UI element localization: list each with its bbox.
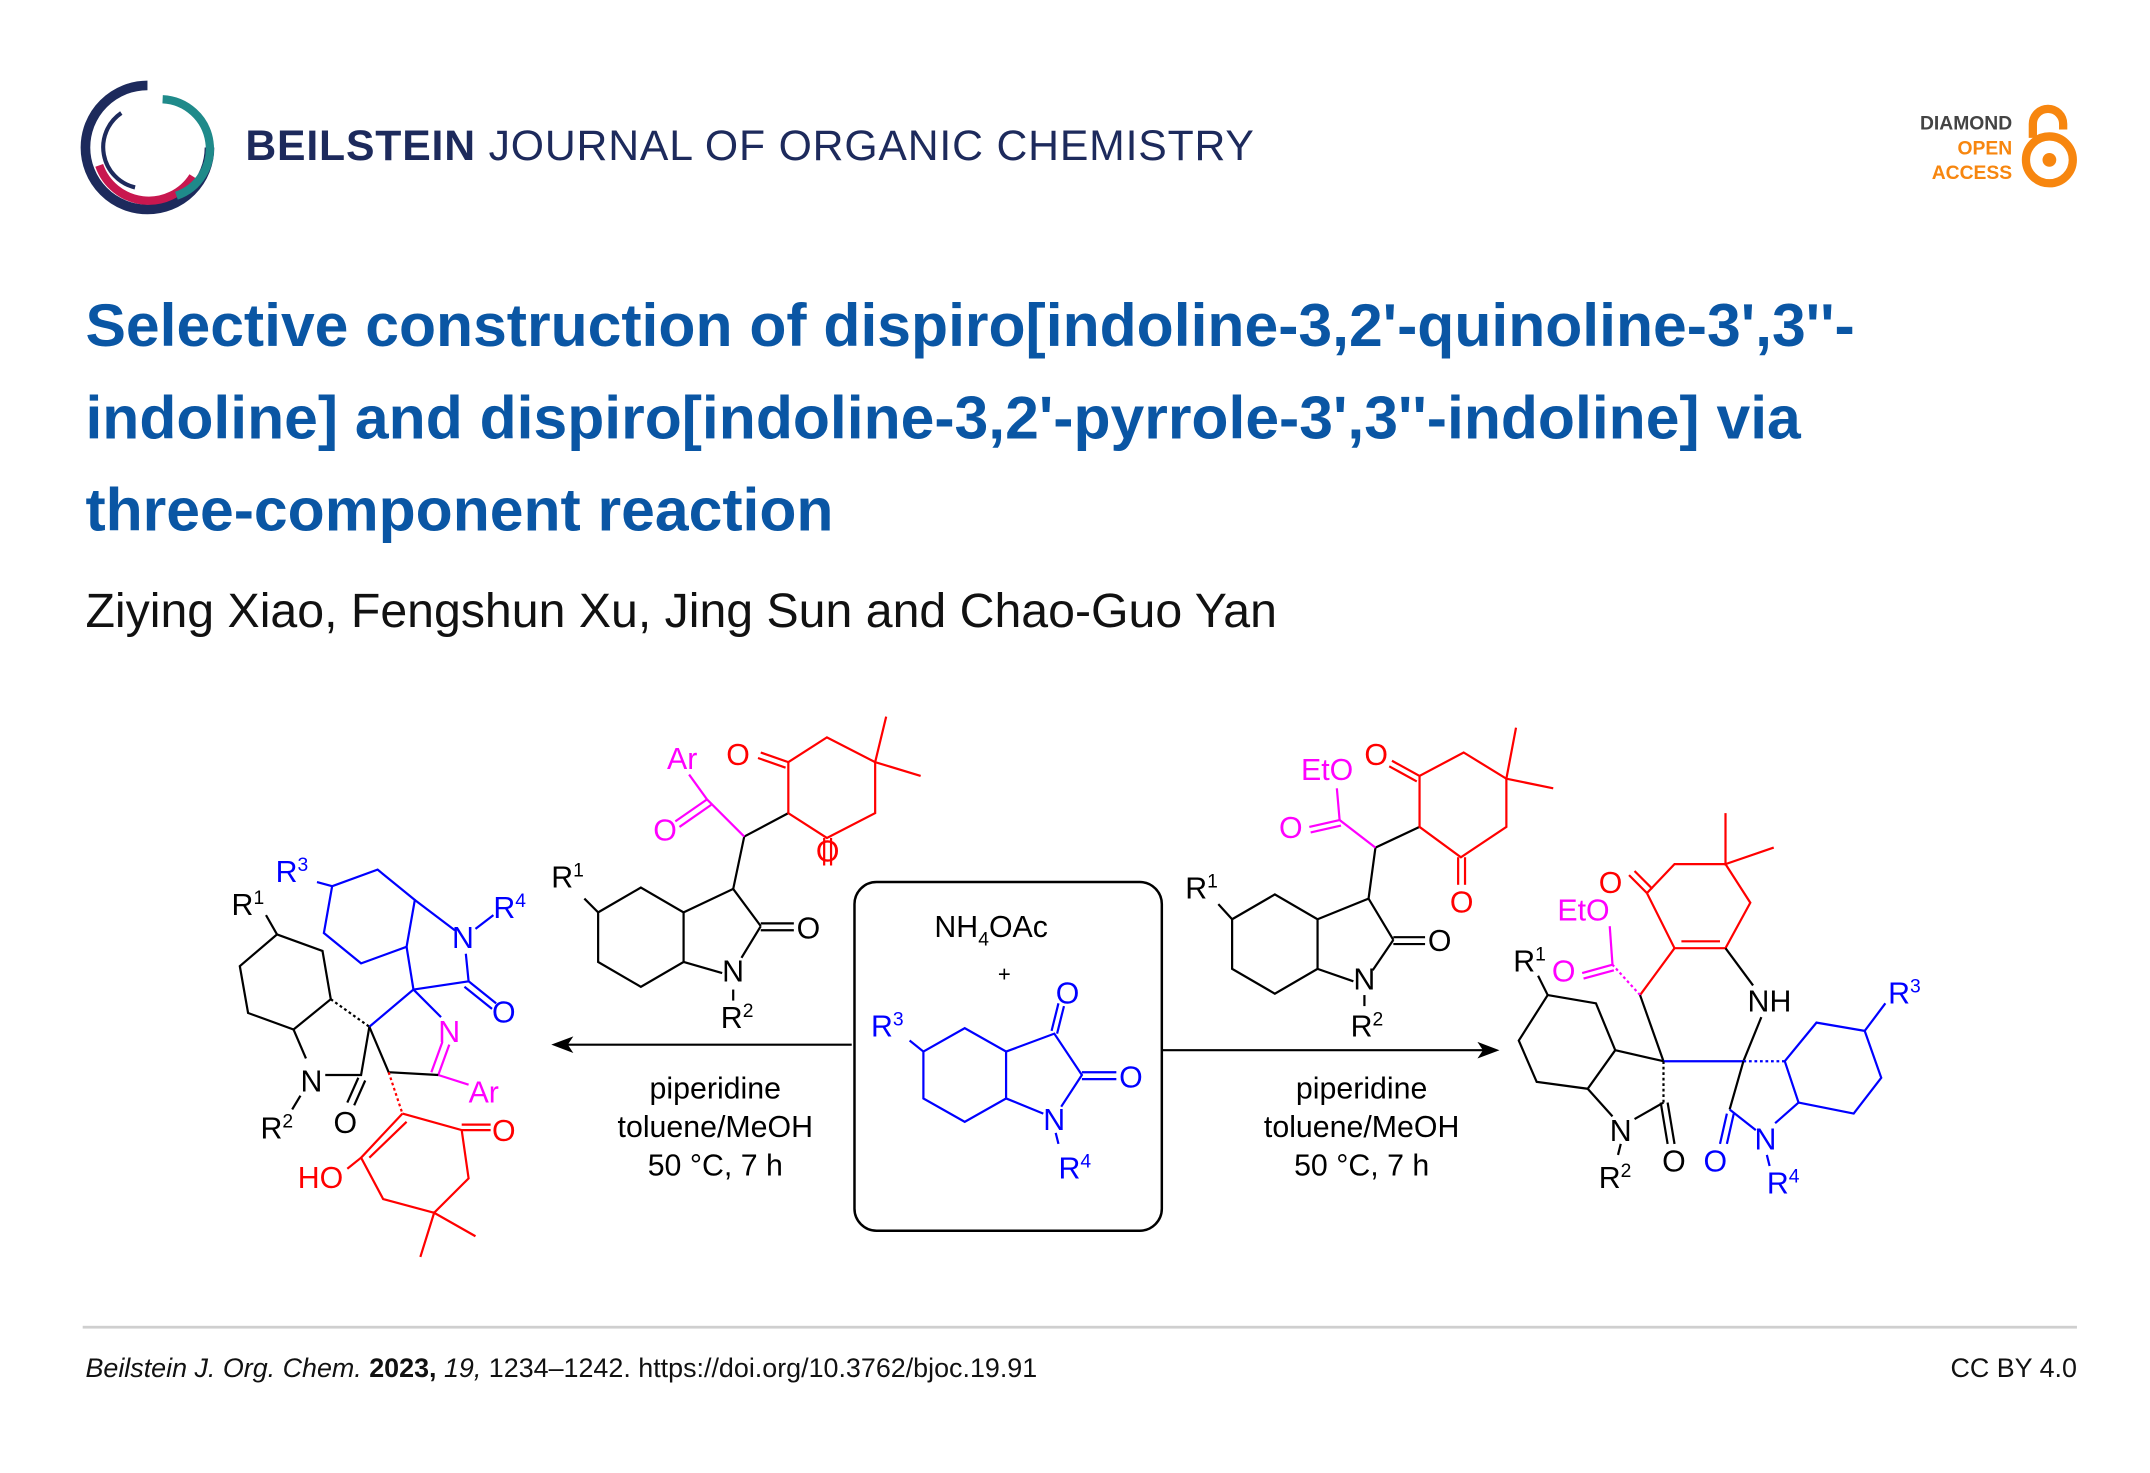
svg-text:Ar: Ar	[469, 1077, 499, 1110]
ester-adduct-reactant: R1 N R2 O EtO O O O	[1185, 727, 1554, 1043]
svg-text:R1: R1	[232, 888, 265, 922]
svg-text:R1: R1	[551, 861, 584, 895]
license: CC BY 4.0	[1950, 1353, 2077, 1384]
svg-text:R2: R2	[1351, 1009, 1384, 1043]
svg-text:O: O	[1703, 1145, 1727, 1178]
badge-access: ACCESS	[1931, 161, 2013, 184]
svg-text:R3: R3	[871, 1009, 904, 1043]
reagent-box: NH4OAc + R3 O O N R4	[853, 880, 1164, 1232]
svg-text:N: N	[438, 1016, 460, 1049]
svg-text:R2: R2	[1599, 1161, 1632, 1195]
svg-text:N: N	[722, 955, 744, 988]
svg-text:R2: R2	[721, 1001, 754, 1035]
aroyl-adduct-reactant: R1 N R2 O Ar O O O	[551, 716, 921, 1035]
svg-text:R2: R2	[260, 1111, 293, 1145]
title-line: indoline] and dispiro[indoline-3,2'-pyrr…	[85, 384, 1801, 453]
quinoline-dispiro-product: O EtO O NH R1 N R2 O O N R4 R3	[1513, 813, 1921, 1201]
svg-text:O: O	[1450, 886, 1474, 919]
svg-text:R4: R4	[1058, 1151, 1091, 1185]
svg-text:EtO: EtO	[1301, 754, 1353, 787]
svg-text:N: N	[1353, 964, 1375, 997]
svg-text:R4: R4	[1767, 1166, 1800, 1200]
svg-text:O: O	[492, 997, 516, 1030]
citation-year: 2023,	[369, 1353, 437, 1384]
svg-text:O: O	[1599, 867, 1623, 900]
svg-text:N: N	[300, 1066, 322, 1099]
citation-doi-link[interactable]: 1234–1242. https://doi.org/10.3762/bjoc.…	[488, 1353, 1038, 1384]
svg-text:Ar: Ar	[667, 743, 697, 776]
svg-text:O: O	[1119, 1061, 1143, 1094]
left-reaction-arrow: piperidine toluene/MeOH 50 °C, 7 h	[551, 1036, 852, 1183]
svg-text:R3: R3	[276, 855, 309, 889]
svg-text:O: O	[334, 1107, 358, 1140]
condition-solvent: toluene/MeOH	[618, 1111, 813, 1144]
svg-text:N: N	[452, 922, 474, 955]
pyrrole-dispiro-product: R1 N R2 O R3 N R4 O N Ar O HO	[232, 855, 526, 1258]
title-line: three-component reaction	[85, 476, 834, 545]
beilstein-rings-logo	[80, 80, 215, 215]
svg-text:O: O	[726, 739, 750, 772]
svg-text:EtO: EtO	[1557, 895, 1609, 928]
diamond-open-access-badge: DIAMOND OPEN ACCESS	[1874, 110, 2012, 184]
svg-text:O: O	[1552, 955, 1576, 988]
svg-text:R3: R3	[1888, 976, 1921, 1010]
svg-text:HO: HO	[298, 1162, 343, 1195]
svg-text:O: O	[797, 913, 821, 946]
right-reaction-arrow: piperidine toluene/MeOH 50 °C, 7 h	[1161, 1041, 1500, 1183]
open-lock-icon	[2021, 104, 2077, 188]
svg-text:N: N	[1610, 1115, 1632, 1148]
svg-text:R1: R1	[1513, 945, 1546, 979]
author-list: Ziying Xiao, Fengshun Xu, Jing Sun and C…	[85, 584, 1277, 639]
badge-diamond: DIAMOND	[1919, 111, 2013, 134]
svg-text:O: O	[492, 1115, 516, 1148]
title-line: Selective construction of dispiro[indoli…	[85, 292, 1855, 360]
journal-name-bold: BEILSTEIN	[245, 121, 476, 170]
badge-open: OPEN	[1957, 136, 2013, 159]
svg-text:R4: R4	[493, 891, 526, 925]
citation-volume: 19,	[443, 1353, 482, 1384]
svg-text:O: O	[1279, 812, 1303, 845]
condition-base: piperidine	[1296, 1072, 1427, 1105]
condition-temp-time: 50 °C, 7 h	[648, 1150, 783, 1183]
svg-text:O: O	[653, 815, 677, 848]
svg-text:O: O	[816, 835, 840, 868]
condition-solvent: toluene/MeOH	[1264, 1111, 1459, 1144]
article-title: Selective construction of dispiro[indoli…	[85, 280, 2097, 557]
journal-name-rest: JOURNAL OF ORGANIC CHEMISTRY	[475, 121, 1255, 170]
svg-text:N: N	[1043, 1104, 1065, 1137]
svg-text:N: N	[1754, 1123, 1776, 1156]
condition-temp-time: 50 °C, 7 h	[1294, 1150, 1429, 1183]
svg-text:O: O	[1364, 739, 1388, 772]
svg-text:NH4OAc: NH4OAc	[934, 911, 1047, 950]
svg-text:R1: R1	[1185, 872, 1218, 906]
citation-journal: Beilstein J. Org. Chem.	[85, 1353, 362, 1384]
svg-text:O: O	[1056, 977, 1080, 1010]
svg-text:O: O	[1662, 1145, 1686, 1178]
citation: Beilstein J. Org. Chem. 2023, 19, 1234–1…	[85, 1353, 1037, 1385]
svg-text:O: O	[1428, 925, 1452, 958]
svg-text:NH: NH	[1748, 986, 1792, 1019]
condition-base: piperidine	[650, 1072, 781, 1105]
footer-divider	[82, 1325, 2077, 1329]
svg-text:+: +	[998, 961, 1011, 986]
journal-name: BEILSTEIN JOURNAL OF ORGANIC CHEMISTRY	[245, 121, 1254, 171]
